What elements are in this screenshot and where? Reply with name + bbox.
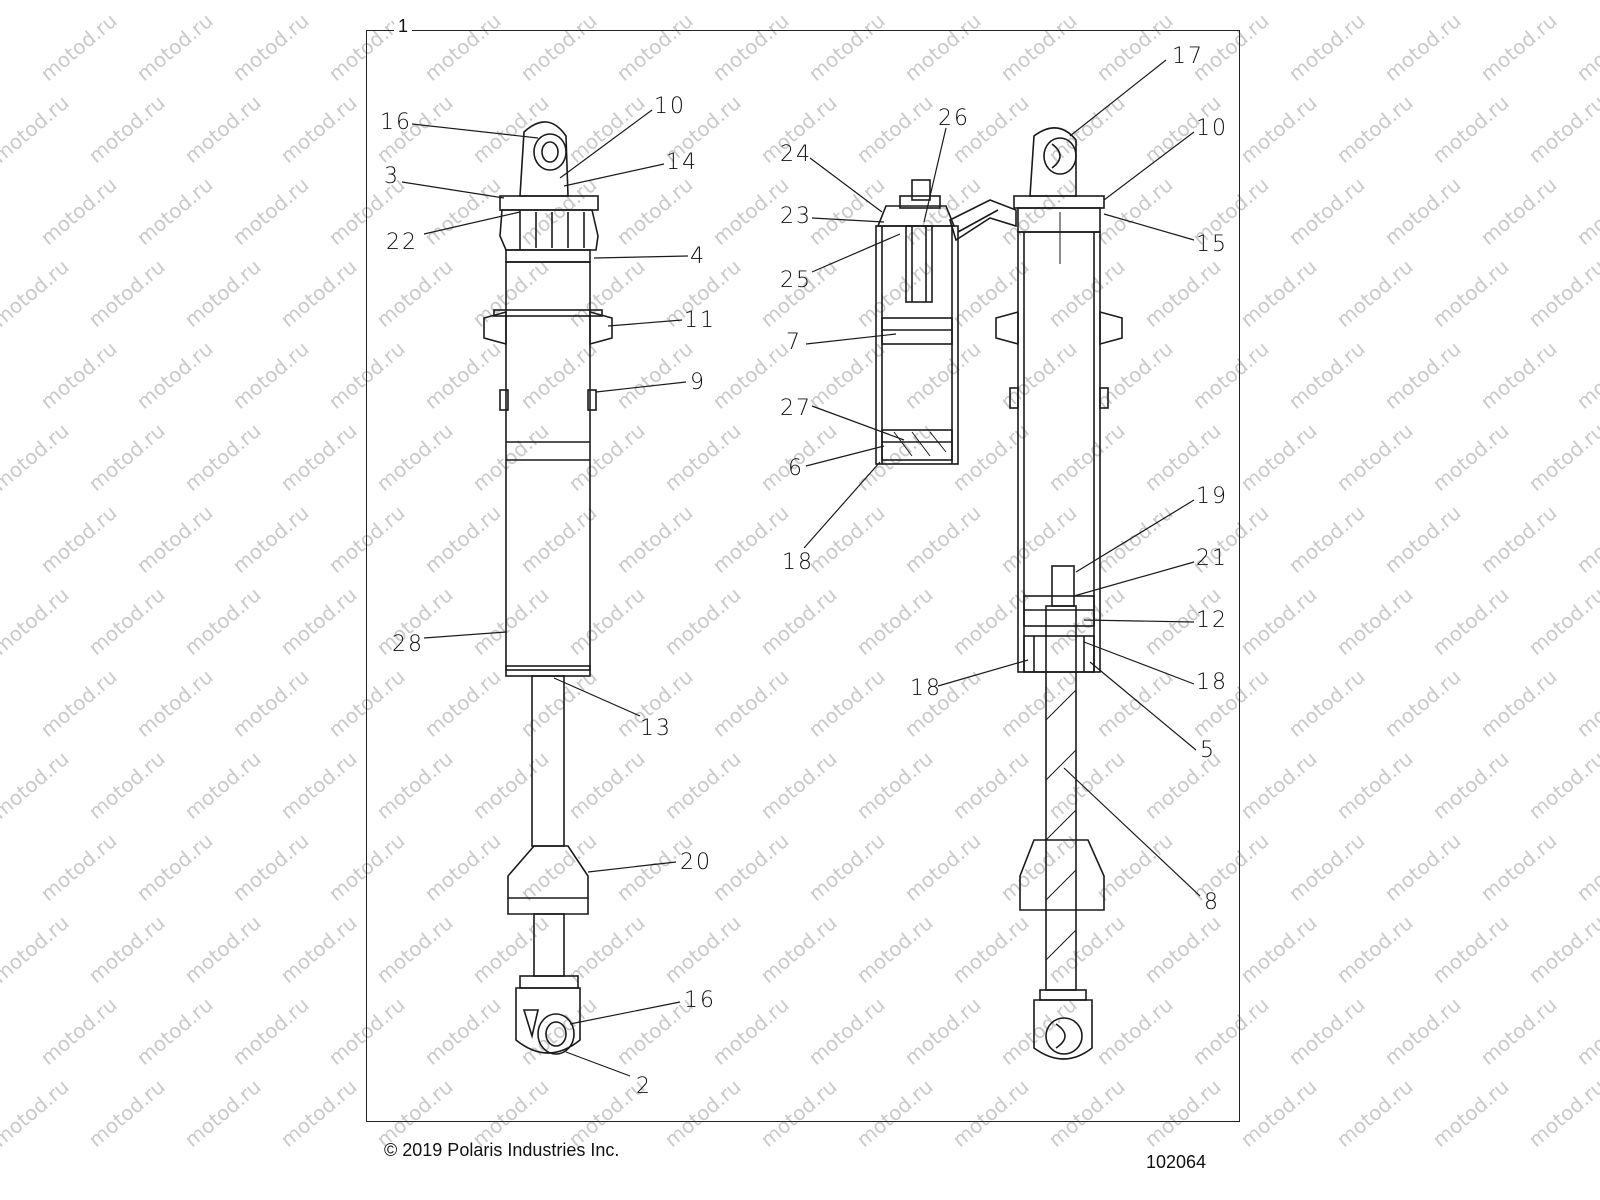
callout-23: 23 [780, 204, 812, 229]
callout-18a: 18 [782, 550, 814, 575]
callout-2: 2 [636, 1074, 652, 1099]
callout-7: 7 [786, 330, 802, 355]
frame-label: 1 [394, 16, 413, 37]
main-body-section [995, 127, 1123, 1060]
callout-10b: 10 [1196, 116, 1228, 141]
external-view [483, 121, 613, 1055]
callout-25: 25 [780, 268, 812, 293]
callout-12: 12 [1196, 608, 1228, 633]
callout-5: 5 [1200, 738, 1216, 763]
callout-28: 28 [392, 632, 424, 657]
leader-lines [401, 59, 1201, 1077]
callout-16b: 16 [684, 988, 716, 1013]
callout-27: 27 [780, 396, 812, 421]
callout-10a: 10 [654, 94, 686, 119]
callout-13: 13 [640, 716, 672, 741]
callout-20: 20 [680, 850, 712, 875]
callout-16a: 16 [380, 110, 412, 135]
callout-21: 21 [1196, 546, 1228, 571]
callout-15: 15 [1196, 232, 1228, 257]
diagram-frame [366, 30, 1240, 1122]
callout-17: 17 [1172, 44, 1204, 69]
callout-26: 26 [938, 106, 970, 131]
callout-22: 22 [386, 230, 418, 255]
callout-3: 3 [384, 164, 400, 189]
drawing-number: 102064 [1146, 1152, 1207, 1172]
callout-24: 24 [780, 142, 812, 167]
callout-11: 11 [684, 308, 716, 333]
callout-18b: 18 [910, 676, 942, 701]
callout-19: 19 [1196, 484, 1228, 509]
copyright-notice: © 2019 Polaris Industries Inc. [384, 1140, 620, 1160]
callout-9: 9 [690, 370, 706, 395]
callout-18c: 18 [1196, 670, 1228, 695]
callout-6: 6 [788, 456, 804, 481]
reservoir-section [875, 179, 1017, 465]
callout-4: 4 [690, 244, 706, 269]
callout-14: 14 [666, 150, 698, 175]
callout-8: 8 [1204, 890, 1220, 915]
